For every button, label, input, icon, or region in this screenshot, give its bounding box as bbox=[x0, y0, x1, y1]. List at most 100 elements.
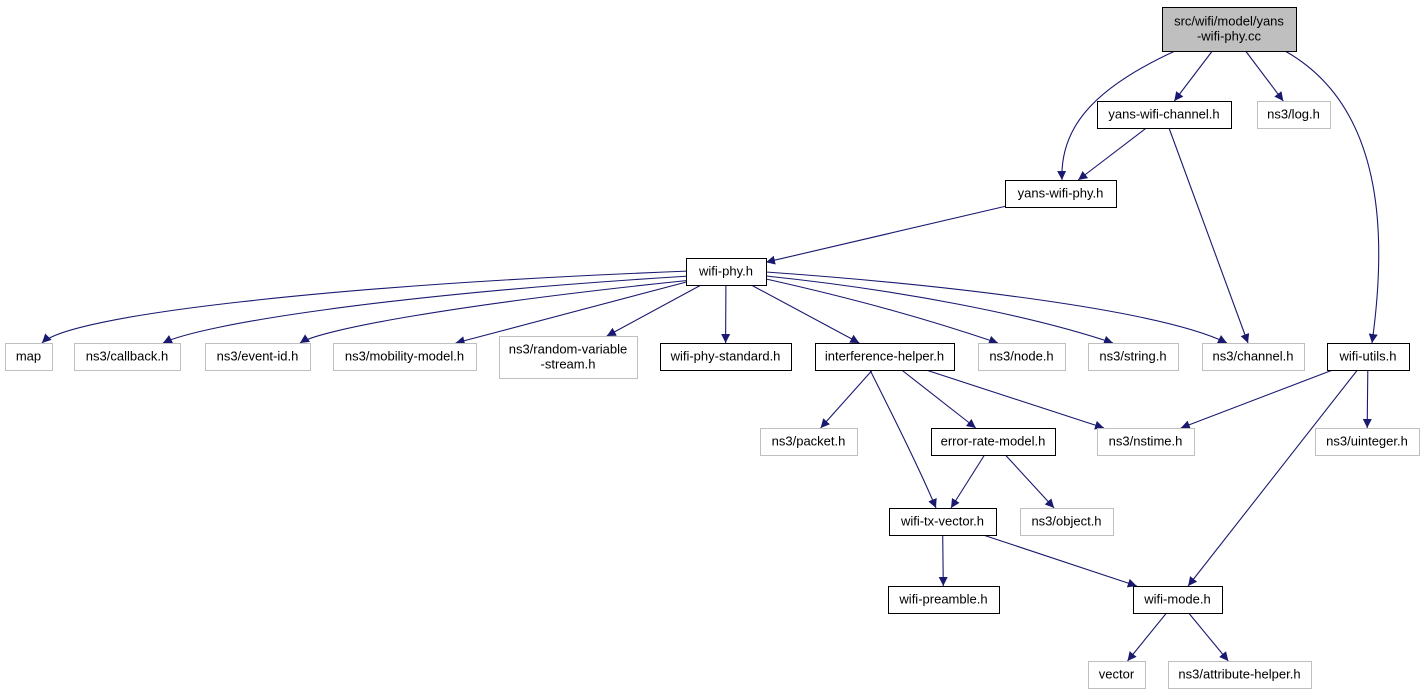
node-ns3-random-variable-stream-h: ns3/random-variable-stream.h bbox=[499, 336, 638, 379]
node-label: ns3/channel.h bbox=[1213, 349, 1294, 364]
edge-wifi-mode-h-to-ns3-attribute-helper-h bbox=[1188, 612, 1229, 662]
edge-wifi-phy-h-to-map bbox=[41, 270, 691, 344]
node-label: ns3/object.h bbox=[1031, 514, 1101, 529]
node-label: ns3/uinteger.h bbox=[1326, 434, 1408, 449]
edge-wifi-phy-h-to-ns3-callback-h bbox=[162, 275, 691, 344]
node-label: ns3/node.h bbox=[989, 349, 1053, 364]
edge-wifi-mode-h-to-vector bbox=[1127, 612, 1167, 662]
node-label: wifi-utils.h bbox=[1338, 349, 1396, 364]
node-box bbox=[760, 428, 858, 456]
node-ns3-event-id-h: ns3/event-id.h bbox=[205, 343, 311, 371]
node-ns3-channel-h: ns3/channel.h bbox=[1202, 343, 1305, 371]
node-label: ns3/nstime.h bbox=[1109, 434, 1183, 449]
edge-wifi-phy-h-to-ns3-channel-h bbox=[765, 271, 1228, 344]
edge-wifi-tx-vector-h-to-wifi-preamble-h bbox=[938, 534, 948, 587]
node-box bbox=[499, 336, 638, 379]
node-box bbox=[1202, 343, 1305, 371]
node-vector: vector bbox=[1088, 661, 1146, 689]
node-label: ns3/log.h bbox=[1267, 107, 1320, 122]
node-box bbox=[660, 343, 792, 371]
node-yans-wifi-channel-h[interactable]: yans-wifi-channel.h bbox=[1097, 101, 1232, 129]
node-yans-wifi-phy-h[interactable]: yans-wifi-phy.h bbox=[1005, 180, 1117, 208]
node-interference-helper-h[interactable]: interference-helper.h bbox=[815, 343, 955, 371]
node-label: interference-helper.h bbox=[825, 349, 944, 364]
node-ns3-packet-h: ns3/packet.h bbox=[760, 428, 858, 456]
edge-wifi-tx-vector-h-to-wifi-mode-h bbox=[983, 534, 1137, 588]
edge-wifi-utils-h-to-wifi-mode-h bbox=[1187, 369, 1358, 587]
node-box bbox=[931, 428, 1056, 456]
edges-layer bbox=[41, 50, 1380, 662]
node-box bbox=[1020, 508, 1114, 536]
node-label: wifi-tx-vector.h bbox=[900, 514, 984, 529]
node-label: ns3/packet.h bbox=[772, 434, 846, 449]
edge-wifi-phy-h-to-ns3-event-id-h bbox=[299, 279, 693, 344]
node-box bbox=[1257, 101, 1331, 129]
node-box bbox=[1088, 661, 1146, 689]
node-box bbox=[1327, 343, 1410, 371]
node-label: vector bbox=[1099, 667, 1135, 682]
node-ns3-nstime-h: ns3/nstime.h bbox=[1097, 428, 1195, 456]
edge-yans-wifi-phy-h-to-wifi-phy-h bbox=[765, 205, 1006, 265]
node-ns3-mobility-model-h: ns3/mobility-model.h bbox=[333, 343, 477, 371]
node-wifi-utils-h[interactable]: wifi-utils.h bbox=[1327, 343, 1410, 371]
node-box bbox=[333, 343, 477, 371]
node-box bbox=[205, 343, 311, 371]
edge-error-rate-model-h-to-ns3-object-h bbox=[1004, 454, 1055, 509]
node-box bbox=[1315, 428, 1420, 456]
nodes-layer: src/wifi/model/yans-wifi-phy.cc yans-wifi… bbox=[5, 7, 1420, 689]
node-ns3-log-h: ns3/log.h bbox=[1257, 101, 1331, 129]
node-box bbox=[889, 508, 997, 536]
edge-error-rate-model-h-to-wifi-tx-vector-h bbox=[950, 454, 985, 509]
edge-wifi-phy-h-to-ns3-mobility-model-h bbox=[455, 281, 687, 346]
node-label: yans-wifi-phy.h bbox=[1018, 186, 1104, 201]
node-ns3-node-h: ns3/node.h bbox=[978, 343, 1066, 371]
node-box bbox=[815, 343, 955, 371]
node-yans-wifi-phy-cc[interactable]: src/wifi/model/yans-wifi-phy.cc bbox=[1162, 7, 1297, 52]
edge-yans-wifi-channel-h-to-ns3-channel-h bbox=[1168, 127, 1250, 344]
node-box bbox=[74, 343, 181, 371]
node-box bbox=[1088, 343, 1179, 371]
node-box bbox=[5, 343, 53, 371]
node-wifi-phy-standard-h[interactable]: wifi-phy-standard.h bbox=[660, 343, 792, 371]
node-box bbox=[686, 258, 767, 286]
node-wifi-preamble-h[interactable]: wifi-preamble.h bbox=[888, 586, 1000, 614]
node-ns3-object-h: ns3/object.h bbox=[1020, 508, 1114, 536]
node-box bbox=[1162, 7, 1297, 52]
edge-wifi-phy-h-to-ns3-random-variable-stream-h bbox=[606, 284, 702, 337]
edge-yans-wifi-phy-cc-to-yans-wifi-channel-h bbox=[1173, 50, 1213, 102]
node-label: ns3/callback.h bbox=[86, 349, 168, 364]
edge-interference-helper-h-to-ns3-packet-h bbox=[820, 369, 873, 429]
node-label: -wifi-phy.cc bbox=[1197, 29, 1262, 44]
node-label: wifi-phy.h bbox=[698, 264, 753, 279]
node-map: map bbox=[5, 343, 53, 371]
node-box bbox=[1133, 586, 1223, 614]
edge-interference-helper-h-to-error-rate-model-h bbox=[901, 369, 977, 429]
edge-interference-helper-h-to-wifi-tx-vector-h bbox=[869, 369, 937, 509]
node-label: error-rate-model.h bbox=[941, 434, 1046, 449]
node-box bbox=[1168, 661, 1312, 689]
node-wifi-phy-h[interactable]: wifi-phy.h bbox=[686, 258, 767, 286]
node-ns3-callback-h: ns3/callback.h bbox=[74, 343, 181, 371]
edge-wifi-utils-h-to-ns3-nstime-h bbox=[1180, 369, 1333, 429]
node-box bbox=[1005, 180, 1117, 208]
edge-yans-wifi-phy-cc-to-yans-wifi-phy-h bbox=[1057, 50, 1176, 181]
node-wifi-mode-h[interactable]: wifi-mode.h bbox=[1133, 586, 1223, 614]
edge-yans-wifi-channel-h-to-yans-wifi-phy-h bbox=[1077, 127, 1147, 181]
node-label: ns3/random-variable bbox=[509, 342, 628, 357]
node-label: wifi-preamble.h bbox=[898, 592, 987, 607]
node-label: yans-wifi-channel.h bbox=[1108, 107, 1219, 122]
node-wifi-tx-vector-h[interactable]: wifi-tx-vector.h bbox=[889, 508, 997, 536]
node-label: map bbox=[16, 349, 41, 364]
node-box bbox=[888, 586, 1000, 614]
node-label: src/wifi/model/yans bbox=[1174, 14, 1284, 29]
edge-wifi-phy-h-to-interference-helper-h bbox=[750, 284, 860, 344]
edge-interference-helper-h-to-ns3-nstime-h bbox=[925, 369, 1105, 430]
node-label: -stream.h bbox=[541, 357, 596, 372]
node-ns3-string-h: ns3/string.h bbox=[1088, 343, 1179, 371]
node-label: wifi-phy-standard.h bbox=[670, 349, 781, 364]
node-box bbox=[978, 343, 1066, 371]
node-label: ns3/attribute-helper.h bbox=[1178, 667, 1300, 682]
node-box bbox=[1097, 101, 1232, 129]
node-error-rate-model-h[interactable]: error-rate-model.h bbox=[931, 428, 1056, 456]
